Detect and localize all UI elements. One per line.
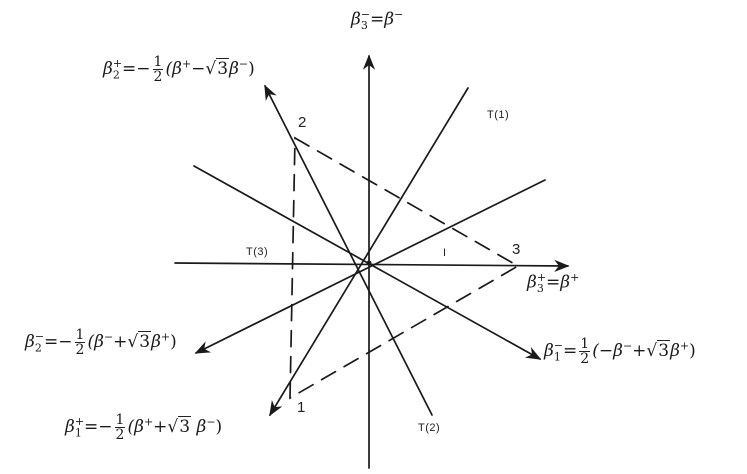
dashed-triangle — [289, 136, 520, 400]
region-label-t3: T(3) — [246, 246, 269, 258]
region-label-t1: T(1) — [487, 109, 510, 121]
vertex-label-1: 1 — [297, 399, 306, 416]
label-beta3-plus: β3+=β+ — [527, 271, 580, 296]
vertex-label-3: 3 — [512, 241, 521, 258]
origin-point — [366, 260, 372, 266]
region-label-t2: T(2) — [418, 422, 441, 434]
axis-beta2-minus — [194, 179, 546, 354]
vertex-label-2: 2 — [298, 114, 307, 131]
axis-beta1-plus — [269, 87, 469, 417]
label-beta3-minus: β3−=β− — [351, 8, 404, 33]
axis-beta2-plus — [264, 84, 433, 416]
region-label-identity: I — [443, 247, 447, 259]
